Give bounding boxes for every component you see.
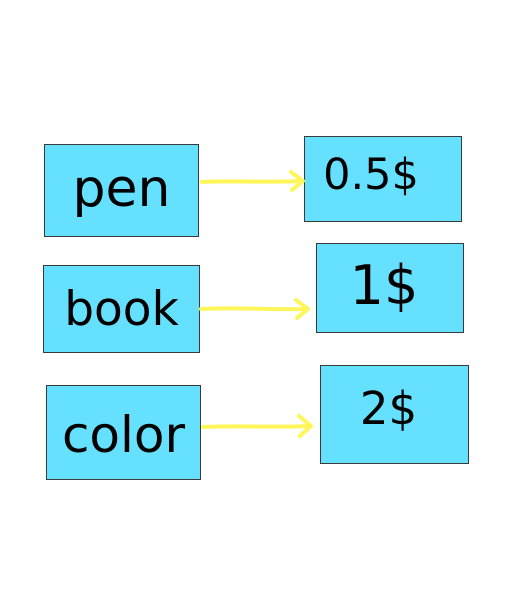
- item-box-color: color: [46, 385, 201, 480]
- price-box-book: 1$: [316, 243, 464, 333]
- item-box-pen: pen: [44, 144, 199, 237]
- item-box-book: book: [43, 265, 200, 353]
- arrow-book: [199, 298, 310, 320]
- price-label-color: 2$: [359, 382, 418, 435]
- item-label-pen: pen: [72, 158, 171, 219]
- arrow-pen: [200, 170, 305, 192]
- arrow-color: [201, 414, 313, 438]
- item-label-book: book: [64, 281, 179, 337]
- item-label-color: color: [61, 405, 186, 464]
- price-box-color: 2$: [320, 365, 469, 464]
- price-label-pen: 0.5$: [323, 149, 419, 200]
- price-label-book: 1$: [349, 254, 419, 317]
- price-box-pen: 0.5$: [304, 136, 462, 222]
